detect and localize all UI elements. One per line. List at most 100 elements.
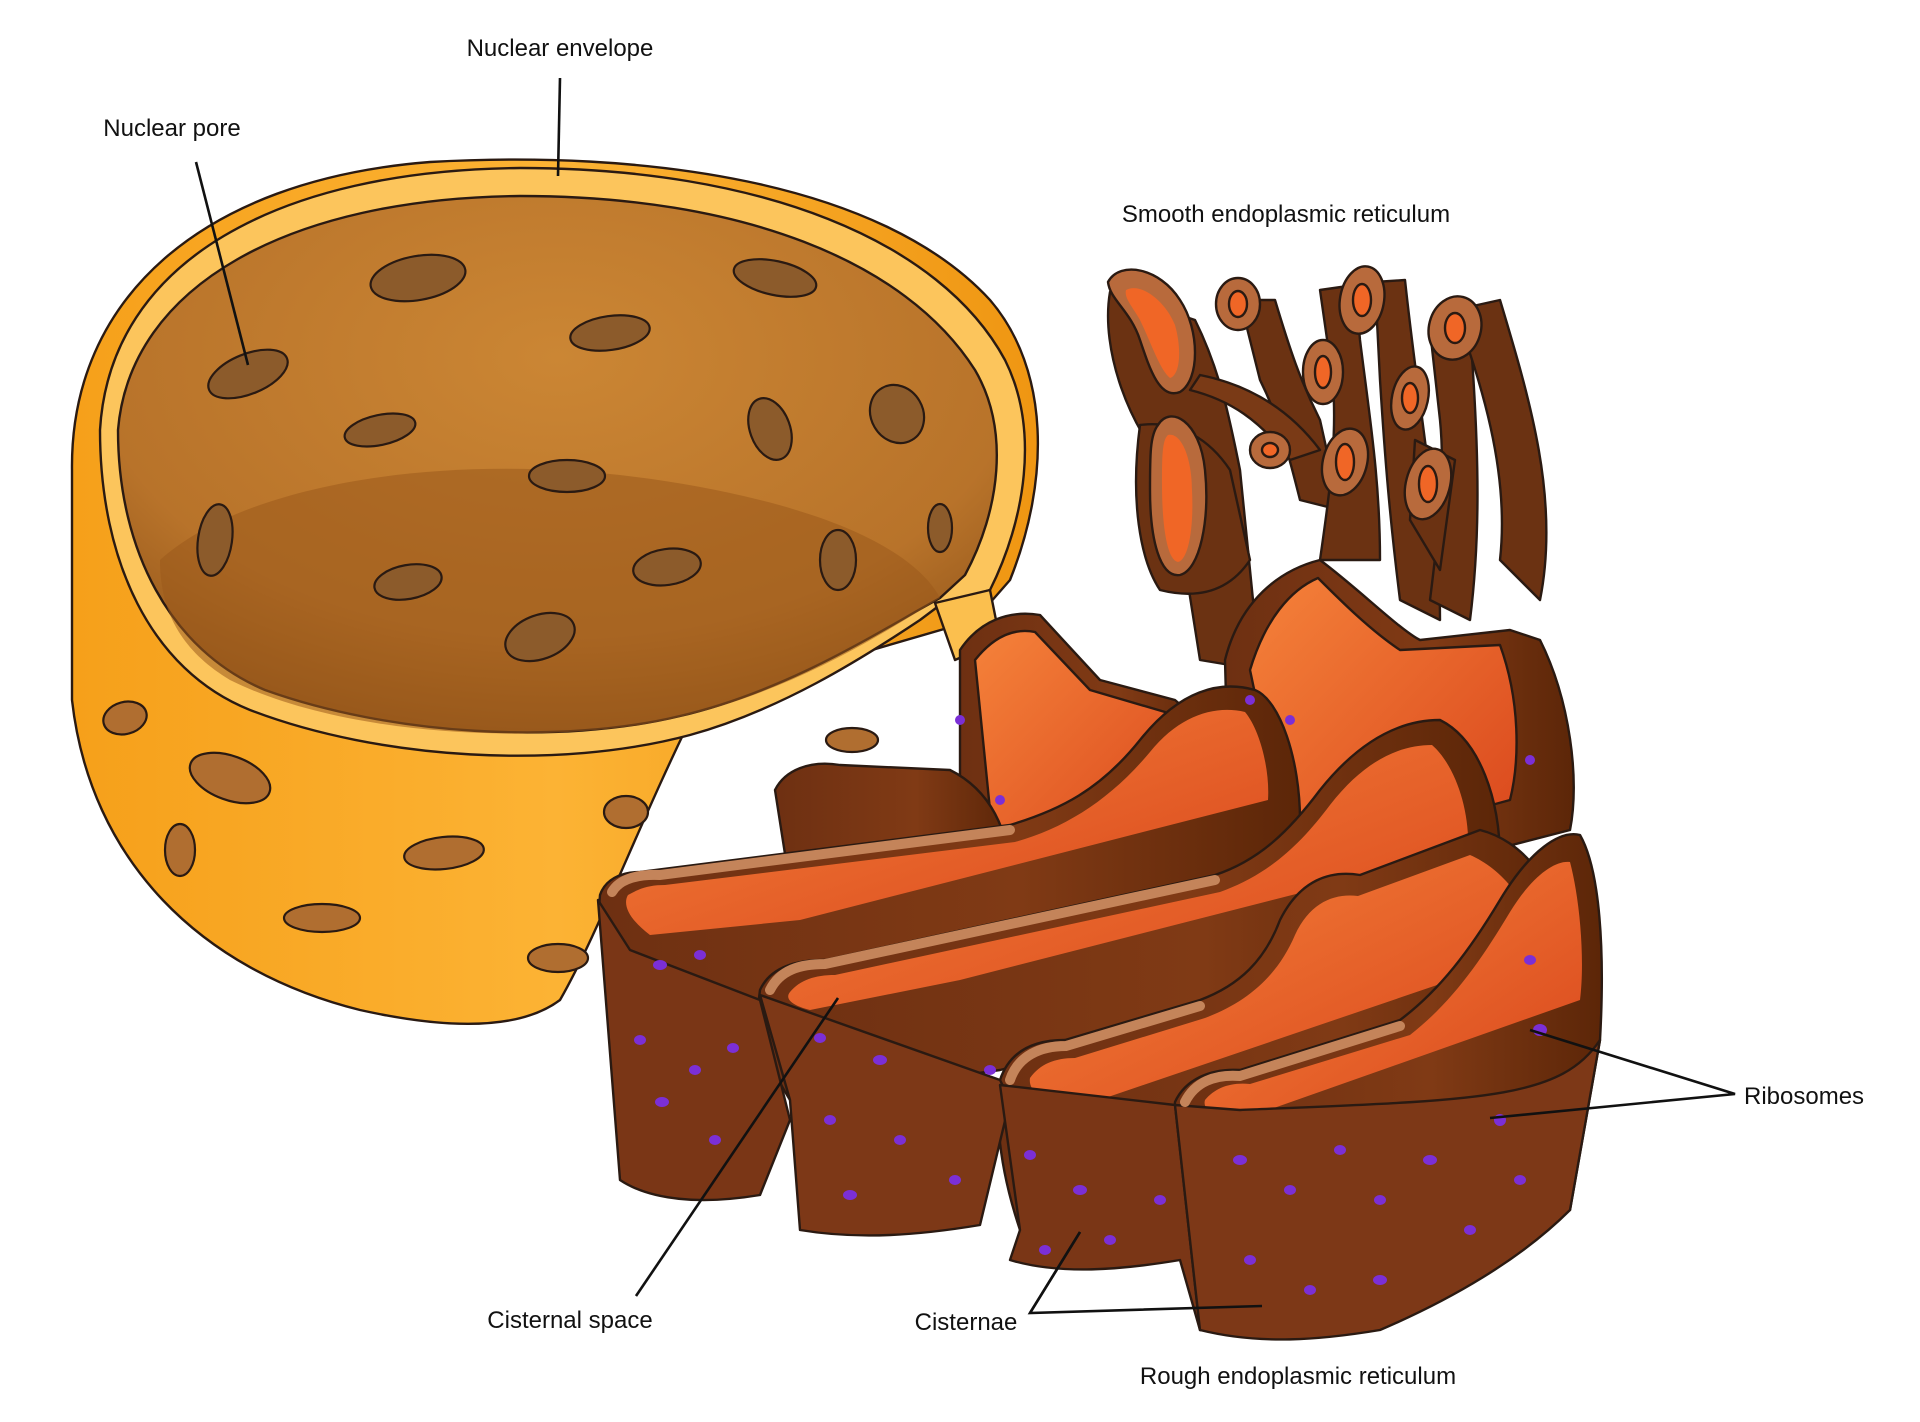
nucleus xyxy=(70,158,1040,1026)
label-nuclear-envelope: Nuclear envelope xyxy=(467,35,654,62)
ribosome xyxy=(709,1135,721,1145)
rough-er xyxy=(596,558,1603,1341)
tubule-lumen xyxy=(1417,464,1439,504)
tubule-lumen xyxy=(1400,381,1420,415)
nuclear-pore xyxy=(403,835,485,871)
nuclear-pore xyxy=(207,348,289,400)
tubule-lumen xyxy=(1227,289,1249,319)
tubule-lumen xyxy=(1351,282,1373,318)
leader-lines xyxy=(194,77,1736,1315)
nuclear-pore xyxy=(526,942,590,974)
nuclear-pore xyxy=(632,547,702,587)
ribosome xyxy=(824,1115,836,1125)
ribosome xyxy=(1514,1175,1526,1185)
labels: Nuclear envelope Nuclear pore Smooth end… xyxy=(103,35,1864,1390)
smooth-er-openings xyxy=(1106,265,1483,577)
nuclear-pore xyxy=(926,502,954,554)
tubule-lumen xyxy=(1162,434,1193,562)
rough-er-lumen-3 xyxy=(1029,855,1540,1110)
nuclear-pore xyxy=(343,412,417,448)
ribosome xyxy=(894,1135,906,1145)
ribosome xyxy=(1524,955,1536,965)
ribosome xyxy=(1024,1150,1036,1160)
ribosome xyxy=(1073,1185,1087,1195)
ribosome xyxy=(984,1065,996,1075)
membrane-lips xyxy=(607,825,1405,1107)
rough-er-wall-front-2 xyxy=(758,993,1012,1237)
ribosome xyxy=(995,795,1005,805)
label-cisternae: Cisternae xyxy=(915,1309,1018,1336)
label-smooth-er: Smooth endoplasmic reticulum xyxy=(1122,201,1450,228)
label-cisternal-space: Cisternal space xyxy=(487,1307,652,1334)
ribosome xyxy=(1245,695,1255,705)
nuclear-pore xyxy=(602,794,650,830)
nuclear-pore xyxy=(504,611,576,663)
smooth-er xyxy=(1106,265,1548,672)
ribosome xyxy=(1464,1225,1476,1235)
ribosome xyxy=(1104,1235,1116,1245)
ribosome xyxy=(1373,1275,1387,1285)
ribosome xyxy=(873,1055,887,1065)
ribosome xyxy=(949,1175,961,1185)
ribosome xyxy=(1039,1245,1051,1255)
ribosome xyxy=(727,1043,739,1053)
ribosome xyxy=(955,715,965,725)
outer-pores xyxy=(102,700,880,974)
leader-cisternal-space xyxy=(634,997,840,1297)
rough-er-lumen-1 xyxy=(626,709,1269,935)
ribosome xyxy=(653,960,667,970)
ribosome xyxy=(814,1033,826,1043)
ribosome xyxy=(689,1065,701,1075)
label-ribosomes: Ribosomes xyxy=(1744,1083,1864,1110)
inner-pores xyxy=(196,253,954,663)
nuclear-pore xyxy=(369,253,467,303)
label-rough-er: Rough endoplasmic reticulum xyxy=(1140,1363,1456,1390)
nuclear-pore xyxy=(102,700,148,736)
tubule-lumen xyxy=(1260,441,1280,459)
ribosome xyxy=(1525,755,1535,765)
nuclear-pore xyxy=(196,503,234,577)
nuclear-pore xyxy=(868,383,926,445)
rough-er-wall-front-1 xyxy=(596,898,792,1202)
ribosome xyxy=(1284,1185,1296,1195)
nucleus-floor-shadow xyxy=(160,468,940,734)
ribosome xyxy=(694,950,706,960)
tubule-lumen xyxy=(1125,288,1180,378)
ribosome xyxy=(843,1190,857,1200)
rough-er-wall-front-4 xyxy=(1173,1038,1602,1341)
smooth-er-connector xyxy=(1188,373,1322,462)
ribosome xyxy=(655,1097,669,1107)
ribosome xyxy=(1285,715,1295,725)
nuclear-pore xyxy=(818,528,858,592)
leader-nuclear-pore xyxy=(194,161,250,366)
leader-ribosomes xyxy=(1489,1028,1736,1120)
leader-nuclear-envelope xyxy=(556,77,562,177)
ribosome xyxy=(1304,1285,1316,1295)
nuclear-pore xyxy=(527,458,607,494)
nuclear-pore xyxy=(188,751,272,805)
nuclear-pore xyxy=(282,902,362,934)
tubule-lumen xyxy=(1313,354,1333,390)
rough-er-lumen-4 xyxy=(1204,861,1582,1120)
nuclear-pore xyxy=(747,397,793,461)
leader-cisternae-2 xyxy=(1028,1231,1082,1314)
tubule-lumen xyxy=(1443,311,1467,345)
ribosome xyxy=(1374,1195,1386,1205)
ribosome xyxy=(1423,1155,1437,1165)
tubule-lumen xyxy=(1334,442,1356,482)
ribosome-dots xyxy=(634,695,1547,1295)
nuclear-pore xyxy=(373,563,443,601)
ribosome xyxy=(1244,1255,1256,1265)
nuclear-pore xyxy=(163,822,197,878)
ribosome xyxy=(1233,1155,1247,1165)
smooth-er-tubule xyxy=(1453,298,1548,602)
rough-er-wall-front-3 xyxy=(998,1083,1202,1332)
ribosome xyxy=(1154,1195,1166,1205)
nuclear-pore xyxy=(824,726,880,754)
ribosome xyxy=(634,1035,646,1045)
nuclear-pore xyxy=(569,314,651,352)
ribosome xyxy=(1334,1145,1346,1155)
nuclear-pore xyxy=(732,258,818,298)
label-nuclear-pore: Nuclear pore xyxy=(103,115,240,142)
